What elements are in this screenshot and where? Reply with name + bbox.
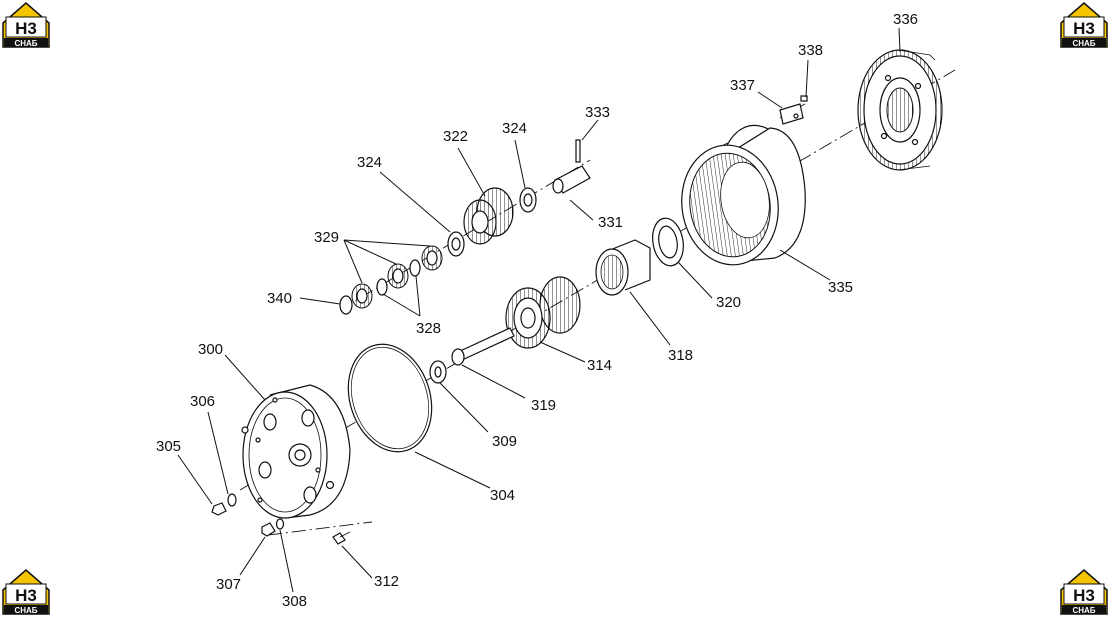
- label-300: 300: [198, 341, 223, 358]
- part-309-washer: [429, 360, 447, 384]
- part-335-ring-housing: [681, 124, 806, 266]
- part-319-shaft: [451, 327, 515, 366]
- part-322-planet-gear: [463, 187, 514, 245]
- label-335: 335: [828, 279, 853, 296]
- label-333: 333: [585, 104, 610, 121]
- brand-logo-icon: H3 CHAБ: [1060, 2, 1108, 48]
- part-304-o-ring: [347, 343, 433, 453]
- logo-mark: H3: [1073, 19, 1095, 38]
- label-331: 331: [598, 214, 623, 231]
- logo-caption: CHAБ: [14, 39, 37, 48]
- label-324-lower: 324: [357, 154, 382, 171]
- part-312-bolt: [332, 531, 351, 545]
- logo-mark: H3: [15, 19, 37, 38]
- label-337: 337: [730, 77, 755, 94]
- logo-caption: CHAБ: [1072, 606, 1095, 615]
- label-338: 338: [798, 42, 823, 59]
- brand-logo-icon: H3 CHAБ: [1060, 569, 1108, 615]
- part-300-carrier: [241, 384, 351, 519]
- leader-lines: [177, 27, 901, 593]
- part-320-snap-ring: [652, 217, 684, 267]
- label-308: 308: [282, 593, 307, 610]
- part-306-seal: [227, 493, 237, 507]
- part-333-spring-pin: [575, 139, 581, 163]
- part-338-screw: [800, 95, 808, 102]
- part-314-sun-gear: [505, 276, 581, 349]
- label-307: 307: [216, 576, 241, 593]
- label-324-upper: 324: [502, 120, 527, 137]
- part-307-plug: [261, 522, 276, 537]
- logo-mark: H3: [1073, 586, 1095, 605]
- label-312: 312: [374, 573, 399, 590]
- label-329: 329: [314, 229, 339, 246]
- label-306: 306: [190, 393, 215, 410]
- logo-mark: H3: [15, 586, 37, 605]
- label-340: 340: [267, 290, 292, 307]
- part-336-ring-gear: [857, 49, 943, 171]
- logo-bottom-right: H3 CHAБ: [1059, 568, 1109, 616]
- label-309: 309: [492, 433, 517, 450]
- part-324-washer: [447, 187, 537, 257]
- part-308-seal: [275, 518, 285, 530]
- part-337-plate: [779, 103, 804, 125]
- label-304: 304: [490, 487, 515, 504]
- label-305: 305: [156, 438, 181, 455]
- label-328: 328: [416, 320, 441, 337]
- brand-logo-icon: H3 CHAБ: [2, 569, 50, 615]
- label-336: 336: [893, 11, 918, 28]
- label-322: 322: [443, 128, 468, 145]
- part-328-spacer: [376, 259, 421, 296]
- brand-logo-icon: H3 CHAБ: [2, 2, 50, 48]
- logo-caption: CHAБ: [1072, 39, 1095, 48]
- part-305-plug: [211, 502, 227, 516]
- label-319: 319: [531, 397, 556, 414]
- assembly-axis-bolt: [267, 521, 373, 536]
- logo-top-right: H3 CHAБ: [1059, 1, 1109, 49]
- label-314: 314: [587, 357, 612, 374]
- part-331-planet-pin: [552, 165, 591, 194]
- label-318: 318: [668, 347, 693, 364]
- logo-top-left: H3 CHAБ: [1, 1, 51, 49]
- logo-bottom-left: H3 CHAБ: [1, 568, 51, 616]
- label-320: 320: [716, 294, 741, 311]
- part-329-needle-bearing: [351, 245, 443, 309]
- logo-caption: CHAБ: [14, 606, 37, 615]
- part-340-snap-ring: [339, 295, 353, 315]
- part-318-bearing: [595, 239, 651, 296]
